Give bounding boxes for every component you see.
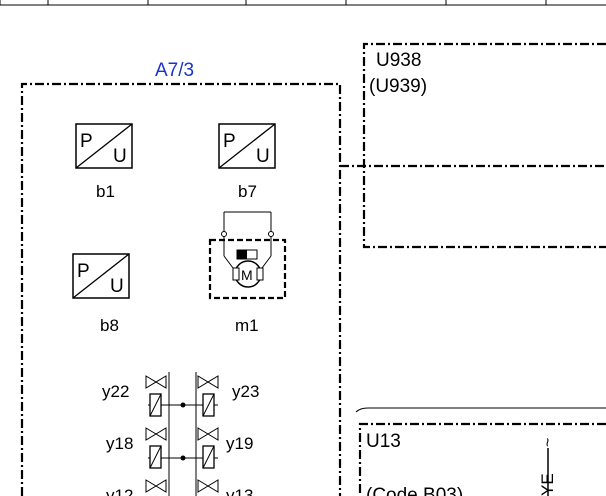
- pressure-sensor-b1: P U b1: [75, 123, 133, 201]
- motor-m1-label: m1: [235, 316, 259, 335]
- wire-ye-symbol: ~: [540, 438, 557, 447]
- valve-y18: y18: [106, 427, 167, 469]
- pressure-sensor-b8: P U b8: [72, 253, 130, 335]
- unit-u13-code: (Code B03): [366, 485, 463, 496]
- module-label: A7/3: [155, 60, 194, 81]
- module-frame-a7-3: [20, 82, 342, 496]
- valve-y22: y22: [102, 375, 167, 417]
- title-block-strip: [0, 0, 606, 6]
- unit-frame-u13: [358, 422, 606, 496]
- sensor-b8-label: b8: [100, 316, 119, 335]
- valve-y22-label: y22: [102, 382, 129, 401]
- sensor-b7-u: U: [256, 146, 270, 167]
- sensor-b7-label: b7: [238, 182, 257, 201]
- pressure-sensor-b7: P U b7: [218, 123, 276, 201]
- valve-y12-label: y12: [106, 486, 133, 496]
- wire-ye: YE ~: [538, 438, 557, 496]
- sensor-b8-p: P: [77, 261, 90, 282]
- valve-y18-label: y18: [106, 434, 133, 453]
- sensor-b7-p: P: [223, 131, 236, 152]
- unit-u938-label: U938: [376, 50, 421, 71]
- wire-ye-label: YE: [538, 473, 557, 496]
- valve-y19-label: y19: [226, 434, 253, 453]
- valve-y12: y12: [106, 479, 167, 496]
- motor-m1: M m1: [208, 211, 287, 335]
- valve-y19: y19: [197, 427, 253, 469]
- sensor-b1-u: U: [113, 146, 127, 167]
- sensor-b1-label: b1: [96, 182, 115, 201]
- sensor-b8-u: U: [110, 276, 124, 297]
- valve-y13-label: y13: [226, 486, 253, 496]
- motor-m1-symbol: M: [241, 267, 253, 283]
- unit-u13-label: U13: [366, 431, 401, 452]
- sensor-b1-p: P: [80, 131, 93, 152]
- valve-y23: y23: [197, 375, 259, 417]
- valve-y23-label: y23: [232, 382, 259, 401]
- valve-y13: y13: [197, 479, 253, 496]
- unit-u939-label: (U939): [369, 76, 427, 97]
- unit-frame-u938: [362, 42, 606, 249]
